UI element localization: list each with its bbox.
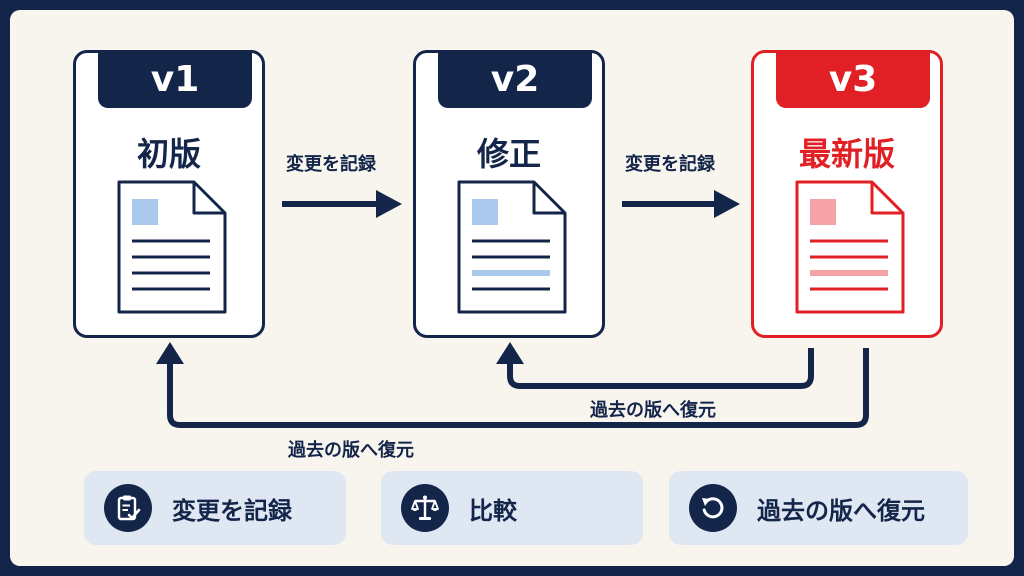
restore-label-v2: 過去の版へ復元 bbox=[590, 400, 716, 421]
record-label-2: 変更を記録 bbox=[625, 154, 715, 175]
version-card-v2: v2 修正 bbox=[413, 50, 605, 338]
record-changes-label: 変更を記録 bbox=[172, 496, 292, 525]
version-title: 最新版 bbox=[798, 135, 895, 173]
arrow-v2-to-v3 bbox=[622, 190, 740, 218]
record-changes-button[interactable]: 変更を記録 bbox=[84, 471, 346, 545]
version-tag: v3 bbox=[776, 50, 930, 108]
restore-past-version-button[interactable]: 過去の版へ復元 bbox=[669, 471, 968, 545]
document-icon bbox=[457, 180, 567, 314]
document-icon bbox=[795, 180, 905, 314]
compare-label: 比較 bbox=[469, 496, 517, 525]
restore-arrow-to-v1 bbox=[156, 342, 869, 428]
restore-past-version-label: 過去の版へ復元 bbox=[757, 496, 925, 525]
version-tag: v1 bbox=[98, 50, 252, 108]
version-tag: v2 bbox=[438, 50, 592, 108]
clipboard-check-icon bbox=[104, 484, 152, 532]
document-icon bbox=[117, 180, 227, 314]
arrow-v1-to-v2 bbox=[282, 190, 402, 218]
restore-arrow-icon bbox=[689, 484, 737, 532]
restore-arrow-to-v2 bbox=[496, 342, 814, 389]
compare-button[interactable]: 比較 bbox=[381, 471, 643, 545]
version-title: 初版 bbox=[136, 135, 201, 173]
version-card-v1: v1 初版 bbox=[73, 50, 265, 338]
version-card-v3: v3 最新版 bbox=[751, 50, 943, 338]
record-label-1: 変更を記録 bbox=[286, 154, 376, 175]
version-title: 修正 bbox=[476, 135, 541, 173]
balance-scale-icon bbox=[401, 484, 449, 532]
restore-label-v1: 過去の版へ復元 bbox=[288, 440, 414, 461]
